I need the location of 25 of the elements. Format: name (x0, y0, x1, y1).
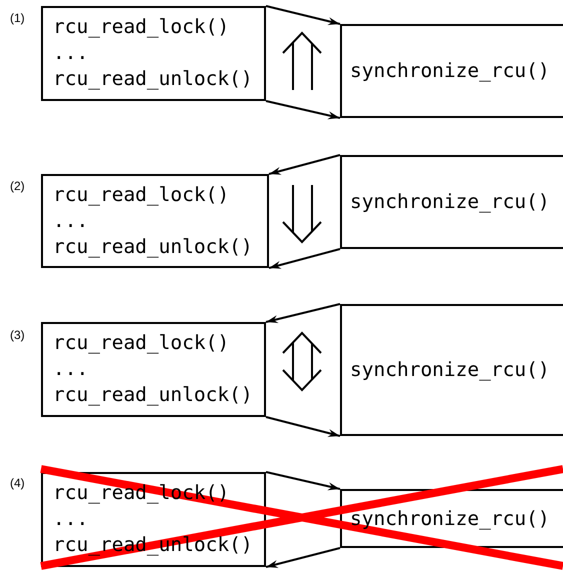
callout-number: (3) (10, 328, 25, 342)
arrow (268, 154, 340, 175)
arrow (266, 547, 340, 568)
callout-number: (1) (10, 11, 25, 25)
callout-number: (2) (10, 179, 25, 193)
code-text: rcu_read_lock() ... rcu_read_unlock() (53, 330, 254, 408)
arrow (266, 303, 340, 324)
updater-box (340, 304, 563, 436)
arrow (266, 5, 340, 26)
arrow (266, 416, 340, 437)
reader-box (41, 322, 266, 417)
arrow (266, 471, 340, 490)
arrow (266, 100, 340, 120)
code-text: rcu_read_lock() ... rcu_read_unlock() (53, 14, 254, 92)
callout-number: (4) (10, 476, 25, 490)
reader-box (41, 174, 269, 268)
updater-box (340, 155, 563, 249)
code-text: rcu_read_lock() ... rcu_read_unlock() (53, 182, 254, 260)
arrow (268, 248, 340, 269)
updater-box (340, 24, 563, 118)
function-call: synchronize_rcu() (350, 58, 550, 84)
reader-box (41, 6, 266, 101)
function-call: synchronize_rcu() (350, 506, 550, 532)
function-call: synchronize_rcu() (350, 189, 550, 215)
function-call: synchronize_rcu() (350, 357, 550, 383)
